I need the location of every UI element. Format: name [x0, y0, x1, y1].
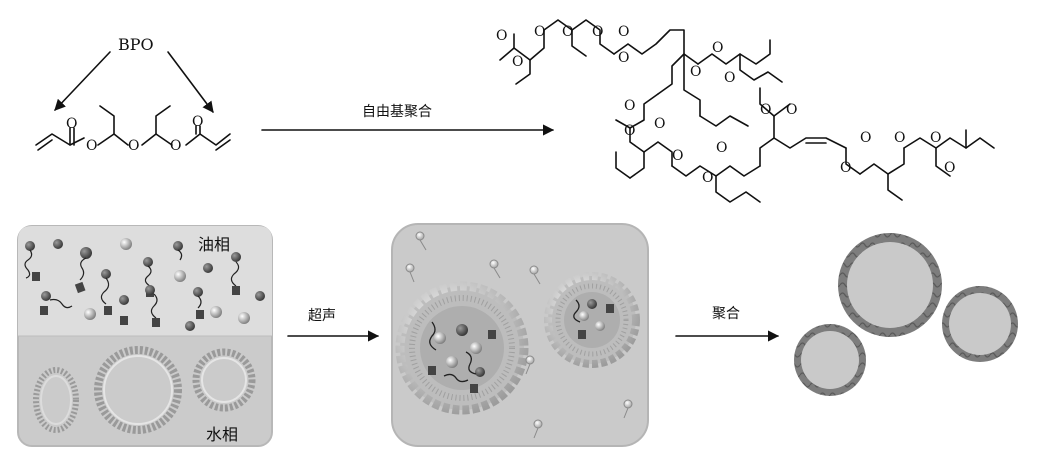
svg-text:O: O: [66, 116, 77, 132]
oil-monomers: [24, 238, 265, 331]
svg-text:O: O: [592, 24, 603, 40]
svg-text:O: O: [760, 102, 771, 118]
svg-text:O: O: [618, 50, 629, 66]
svg-text:O: O: [786, 102, 797, 118]
svg-text:O: O: [128, 138, 139, 154]
svg-text:O: O: [712, 40, 723, 56]
svg-text:O: O: [512, 54, 523, 70]
svg-text:O: O: [672, 148, 683, 164]
polymerization-step: 自由基聚合: [261, 103, 555, 136]
ultrasound-step: 超声: [287, 308, 380, 342]
acrylate-right-chain: [185, 133, 231, 146]
polymerize-step: 聚合: [675, 306, 780, 342]
droplet-left-contents: [428, 321, 496, 393]
svg-text:O: O: [562, 24, 573, 40]
ultrasound-label: 超声: [308, 308, 336, 324]
droplet-right-contents: [573, 299, 614, 339]
initiator-arrow-right: [167, 51, 214, 113]
polymer-network: O O O O O O O O O O O O O O O O O O O O …: [496, 19, 995, 203]
microcapsules: [794, 233, 1018, 396]
svg-text:O: O: [654, 116, 665, 132]
svg-text:O: O: [618, 24, 629, 40]
acetal-left: [97, 133, 129, 146]
water-phase-label: 水相: [206, 425, 238, 444]
emulsion-panel: [391, 223, 649, 447]
svg-text:O: O: [192, 114, 203, 130]
acrylate-left-chain: [35, 133, 85, 146]
svg-text:O: O: [496, 28, 507, 44]
svg-text:O: O: [724, 70, 735, 86]
svg-text:O: O: [944, 160, 955, 176]
svg-text:O: O: [624, 98, 635, 114]
initiator-arrow-left: [54, 51, 111, 111]
oil-phase-label: 油相: [198, 235, 230, 254]
polymerize-label: 聚合: [712, 306, 740, 322]
polymerization-label: 自由基聚合: [362, 103, 432, 120]
free-surfactants: [405, 231, 633, 439]
svg-text:O: O: [840, 160, 851, 176]
svg-text:O: O: [170, 138, 181, 154]
phase-panel: 油相 水相: [17, 225, 273, 447]
svg-text:O: O: [930, 130, 941, 146]
svg-text:O: O: [86, 138, 97, 154]
water-micelles: [33, 346, 256, 434]
reactant-molecule: BPO O O O O O: [35, 35, 231, 154]
initiator-label: BPO: [118, 35, 154, 54]
svg-text:O: O: [534, 24, 545, 40]
svg-text:O: O: [894, 130, 905, 146]
svg-text:O: O: [716, 140, 727, 156]
svg-text:O: O: [624, 123, 635, 139]
svg-text:O: O: [860, 130, 871, 146]
svg-text:O: O: [690, 64, 701, 80]
svg-text:O: O: [702, 170, 713, 186]
